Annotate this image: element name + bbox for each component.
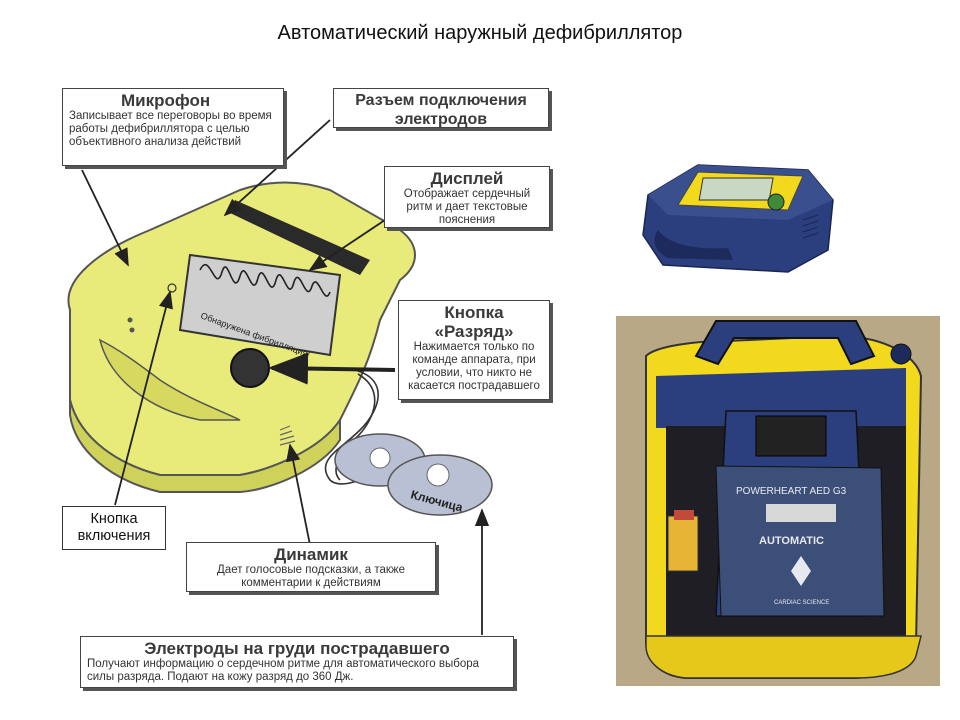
callout-electrodes: Электроды на груди пострадавшего Получаю… xyxy=(80,636,514,688)
callout-title: Микрофон xyxy=(121,91,211,110)
callout-title: Дисплей xyxy=(430,169,504,188)
callout-label: Кнопка включения xyxy=(77,511,151,544)
device-body: Обнаружена фибрилляция! xyxy=(67,181,416,493)
callout-text: Отображает сердечный ритм и дает текстов… xyxy=(403,188,531,226)
callout-text: Получают информацию о сердечном ритме дл… xyxy=(87,658,480,683)
callout-shock-button: Кнопка «Разряд» Нажимается только по ком… xyxy=(398,300,550,400)
callout-connector: Разъем подключения электродов xyxy=(333,88,549,128)
photo-powerheart-aed: POWERHEART AED G3 AUTOMATIC CARDIAC SCIE… xyxy=(616,316,940,686)
callout-title: Разъем подключения электродов xyxy=(355,92,527,128)
callout-text: Записывает все переговоры во время работ… xyxy=(69,110,272,148)
aed-diagram: Обнаружена фибрилляция! Ключица xyxy=(67,119,493,635)
page-title: Автоматический наружный дефибриллятор xyxy=(277,22,683,44)
callout-title: Динамик xyxy=(274,545,348,564)
shock-button[interactable] xyxy=(230,348,270,388)
callout-microphone: Микрофон Записывает все переговоры во вр… xyxy=(62,88,284,166)
callout-text: Дает голосовые подсказки, а также коммен… xyxy=(217,564,405,589)
speaker-grille xyxy=(279,425,296,446)
callout-arrows xyxy=(81,119,490,635)
photo-logo: AUTOMATIC xyxy=(759,535,824,547)
callout-speaker: Динамик Дает голосовые подсказки, а такж… xyxy=(186,542,436,592)
callout-display: Дисплей Отображает сердечный ритм и дает… xyxy=(384,166,550,228)
callout-text: Нажимается только по команде аппарата, п… xyxy=(408,341,540,392)
electrode-pads: Ключица xyxy=(334,433,493,516)
photo-compact-aed xyxy=(638,150,838,275)
callout-power-button: Кнопка включения xyxy=(62,506,166,550)
photo-brand: POWERHEART AED G3 xyxy=(736,486,847,497)
callout-title: Кнопка «Разряд» xyxy=(434,303,514,341)
callout-title: Электроды на груди пострадавшего xyxy=(144,639,450,658)
photo-maker: CARDIAC SCIENCE xyxy=(774,600,829,606)
